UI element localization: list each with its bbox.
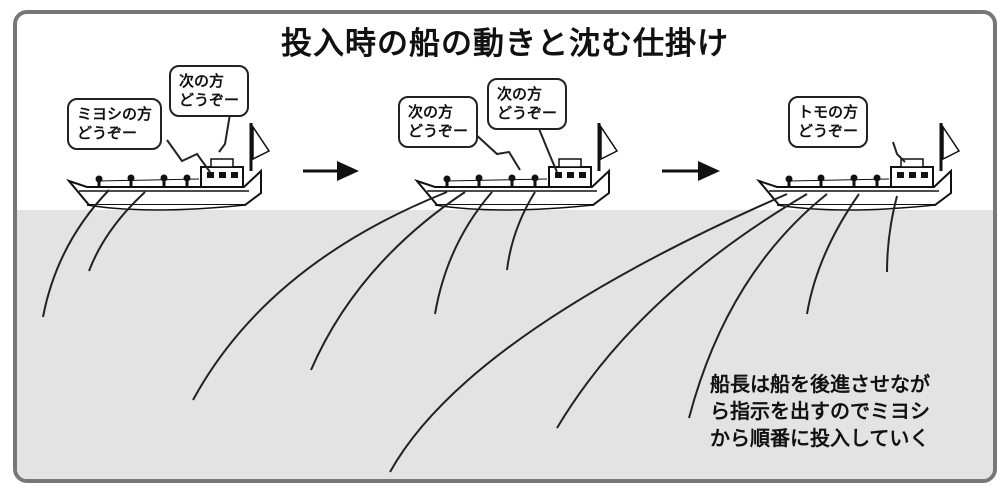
speech-bubble-next-3: 次の方 どうぞー xyxy=(487,78,568,130)
diagram-title: 投入時の船の動きと沈む仕掛け xyxy=(281,26,729,62)
sinking-lines-2 xyxy=(192,191,536,401)
arrow-right-2 xyxy=(662,161,720,181)
bubble-line-2: どうぞー xyxy=(408,122,469,140)
bubble-line-1: 次の方 xyxy=(497,85,543,103)
bubble-line-2: どうぞー xyxy=(179,91,240,109)
speech-bubble-mioshi: ミヨシの方 どうぞー xyxy=(67,98,163,150)
caption-line-2: ら指示を出すのでミヨシ xyxy=(710,399,930,423)
speech-bubble-tomo: トモの方 どうぞー xyxy=(788,96,869,148)
sinking-lines-1 xyxy=(42,189,146,318)
diagram-frame: 投入時の船の動きと沈む仕掛け ミヨシの方 どうぞー 次の方 どうぞー 次の方 ど… xyxy=(13,10,997,483)
arrow-right-1 xyxy=(303,161,359,181)
bubble-line-2: どうぞー xyxy=(798,122,859,140)
diagram-art xyxy=(42,113,961,473)
sea-area xyxy=(17,210,993,479)
bubble-line-2: どうぞー xyxy=(497,104,558,122)
speech-bubble-next-2: 次の方 どうぞー xyxy=(398,96,479,148)
caption-line-3: から順番に投入していく xyxy=(710,426,930,450)
caption-line-1: 船長は船を後進させなが xyxy=(710,372,930,396)
bubble-line-1: 次の方 xyxy=(179,72,225,90)
speech-bubble-next-1: 次の方 どうぞー xyxy=(169,65,250,117)
bubble-tails xyxy=(166,113,906,173)
explanation-caption: 船長は船を後進させなが ら指示を出すのでミヨシ から順番に投入していく xyxy=(710,371,930,452)
bubble-line-1: トモの方 xyxy=(798,103,859,121)
bubble-line-2: どうぞー xyxy=(77,124,138,142)
bubble-line-1: 次の方 xyxy=(408,103,454,121)
sinking-lines-3 xyxy=(389,193,898,473)
bubble-line-1: ミヨシの方 xyxy=(77,105,153,123)
